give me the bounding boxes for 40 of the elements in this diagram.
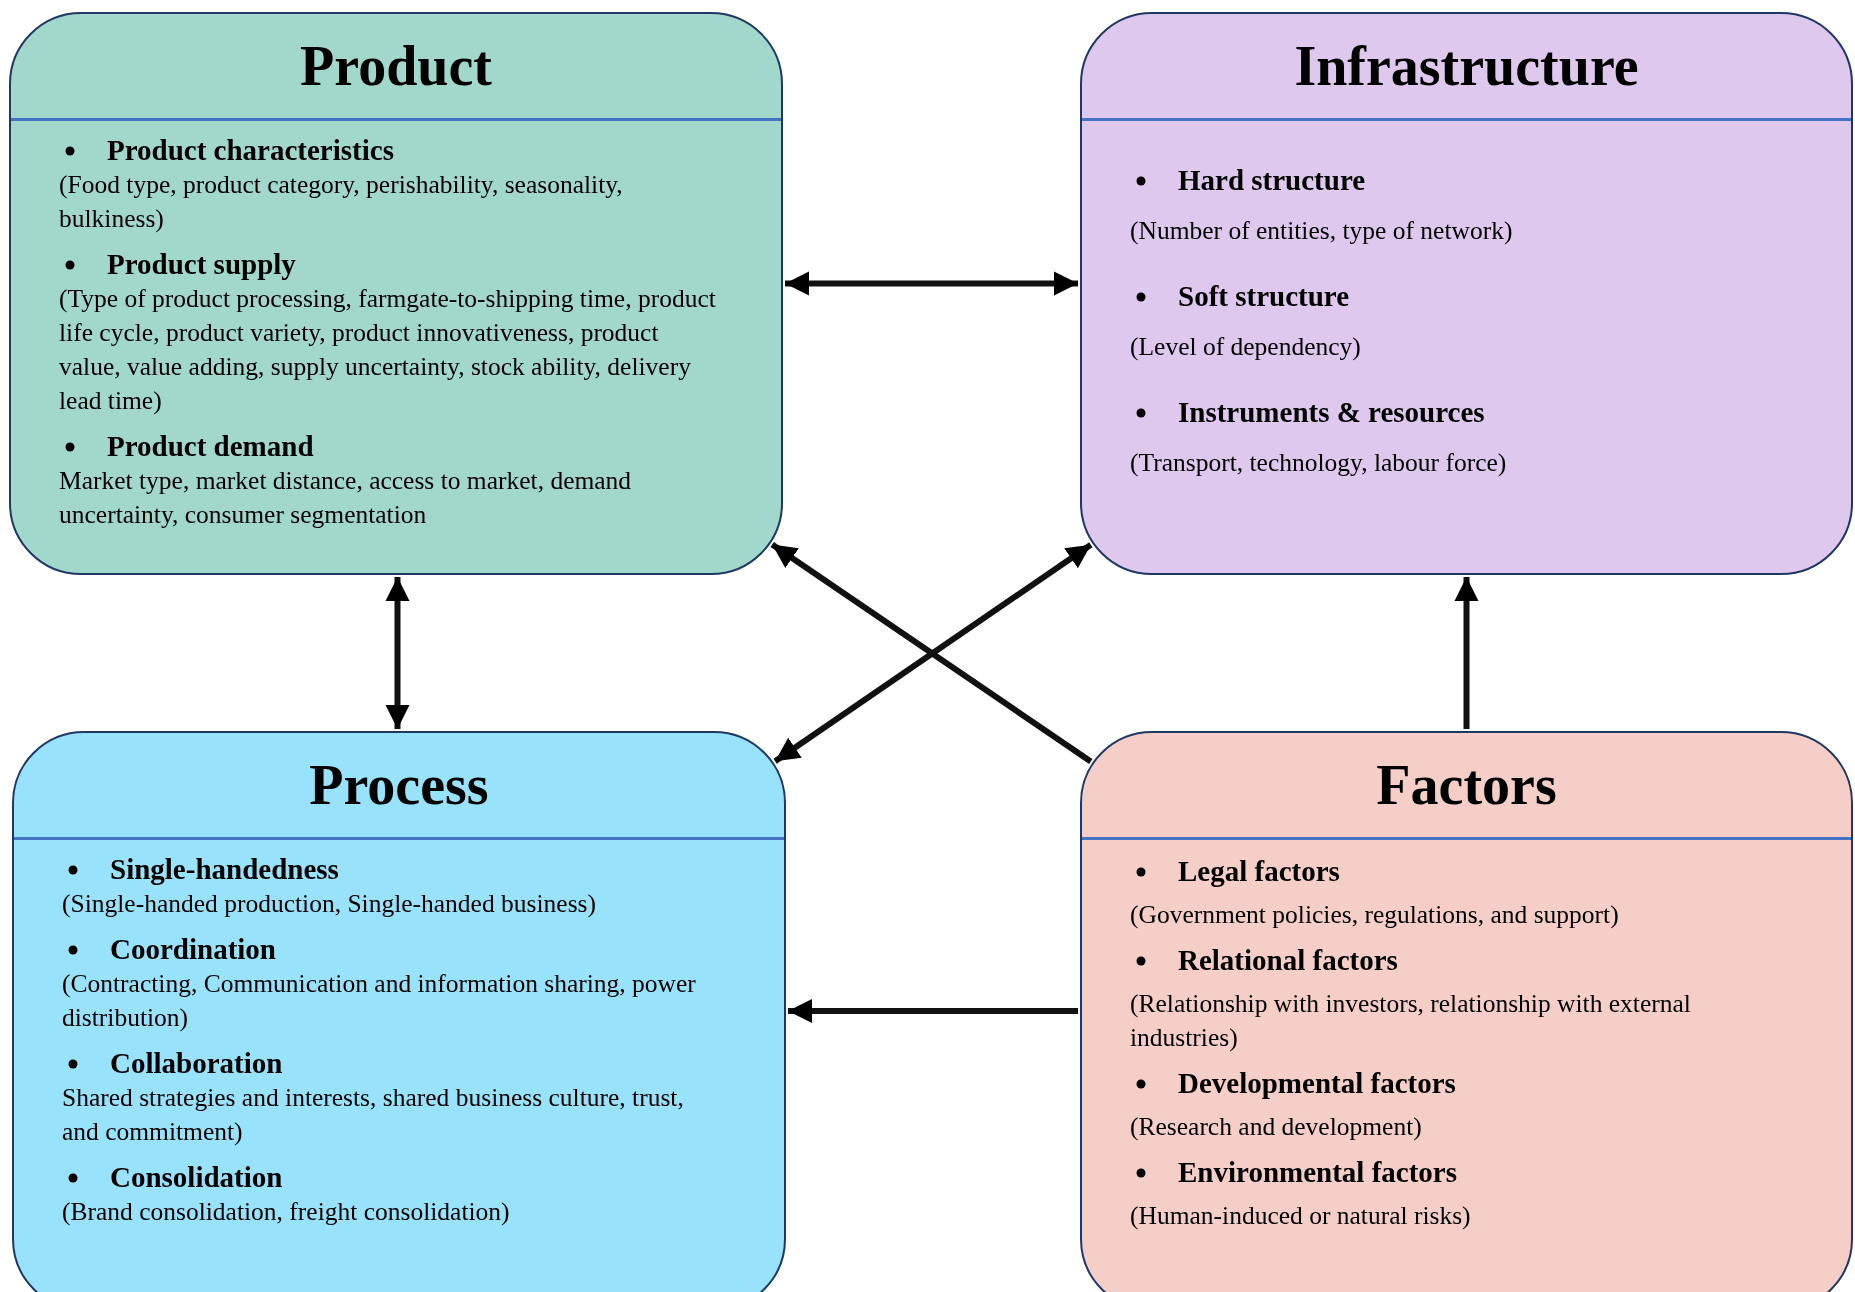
bullet-heading: Developmental factors xyxy=(1130,1065,1791,1101)
arrow xyxy=(788,999,1078,1023)
bullet-heading: Product characteristics xyxy=(59,132,721,168)
category-panel xyxy=(12,731,786,1292)
arrow xyxy=(1454,577,1479,729)
description-text: (Food type, product category, perishability, seasonality, bulkiness) xyxy=(59,169,624,235)
arrow xyxy=(385,577,410,729)
arrow xyxy=(785,271,1078,296)
description-text: (Level of dependency) xyxy=(1130,331,1362,363)
bullet-heading: Coordination xyxy=(62,931,724,967)
description-text: (Transport, technology, labour force) xyxy=(1130,447,1508,479)
bullet-heading: Collaboration xyxy=(62,1045,724,1081)
panel-title: Factors xyxy=(1376,753,1557,817)
bullet-heading: Relational factors xyxy=(1130,942,1791,978)
description-text: (Contracting, Communication and information sharing, power distribution) xyxy=(62,968,697,1034)
bullet-heading: Product supply xyxy=(59,246,721,282)
category-panel xyxy=(1080,12,1853,575)
bullet-heading: Soft structure xyxy=(1130,278,1791,314)
description-text: (Single-handed production, Single-handed business) xyxy=(62,888,597,920)
description-text: (Brand consolidation, freight consolidation) xyxy=(62,1196,511,1228)
bullet-heading: Consolidation xyxy=(62,1159,724,1195)
panel-title: Infrastructure xyxy=(1294,34,1639,98)
category-panel xyxy=(1080,731,1853,1292)
panel-title: Process xyxy=(309,753,489,817)
description-text: Market type, market distance, access to market, demand uncertainty, consumer segmentation xyxy=(59,465,633,531)
bullet-heading: Product demand xyxy=(59,428,721,464)
description-text: (Number of entities, type of network) xyxy=(1130,215,1514,247)
description-text: Shared strategies and interests, shared business culture, trust, and commitment) xyxy=(62,1082,685,1148)
description-text: (Human-induced or natural risks) xyxy=(1130,1200,1472,1232)
description-text: (Government policies, regulations, and support) xyxy=(1130,899,1620,931)
bullet-heading: Legal factors xyxy=(1130,853,1791,889)
description-text: (Type of product processing, farmgate-to-shipping time, product life cycle, product variety, product innovativeness, product value, value adding, supply uncertainty, stock ability, delivery lead time) xyxy=(59,283,717,417)
description-text: (Research and development) xyxy=(1130,1111,1423,1143)
panel-title: Product xyxy=(300,34,492,98)
description-text: (Relationship with investors, relationship with external industries) xyxy=(1130,988,1692,1054)
bullet-heading: Single-handedness xyxy=(62,851,724,887)
bullet-heading: Environmental factors xyxy=(1130,1154,1791,1190)
bullet-heading: Instruments & resources xyxy=(1130,394,1791,430)
category-panel xyxy=(9,12,783,575)
bullet-heading: Hard structure xyxy=(1130,162,1791,198)
